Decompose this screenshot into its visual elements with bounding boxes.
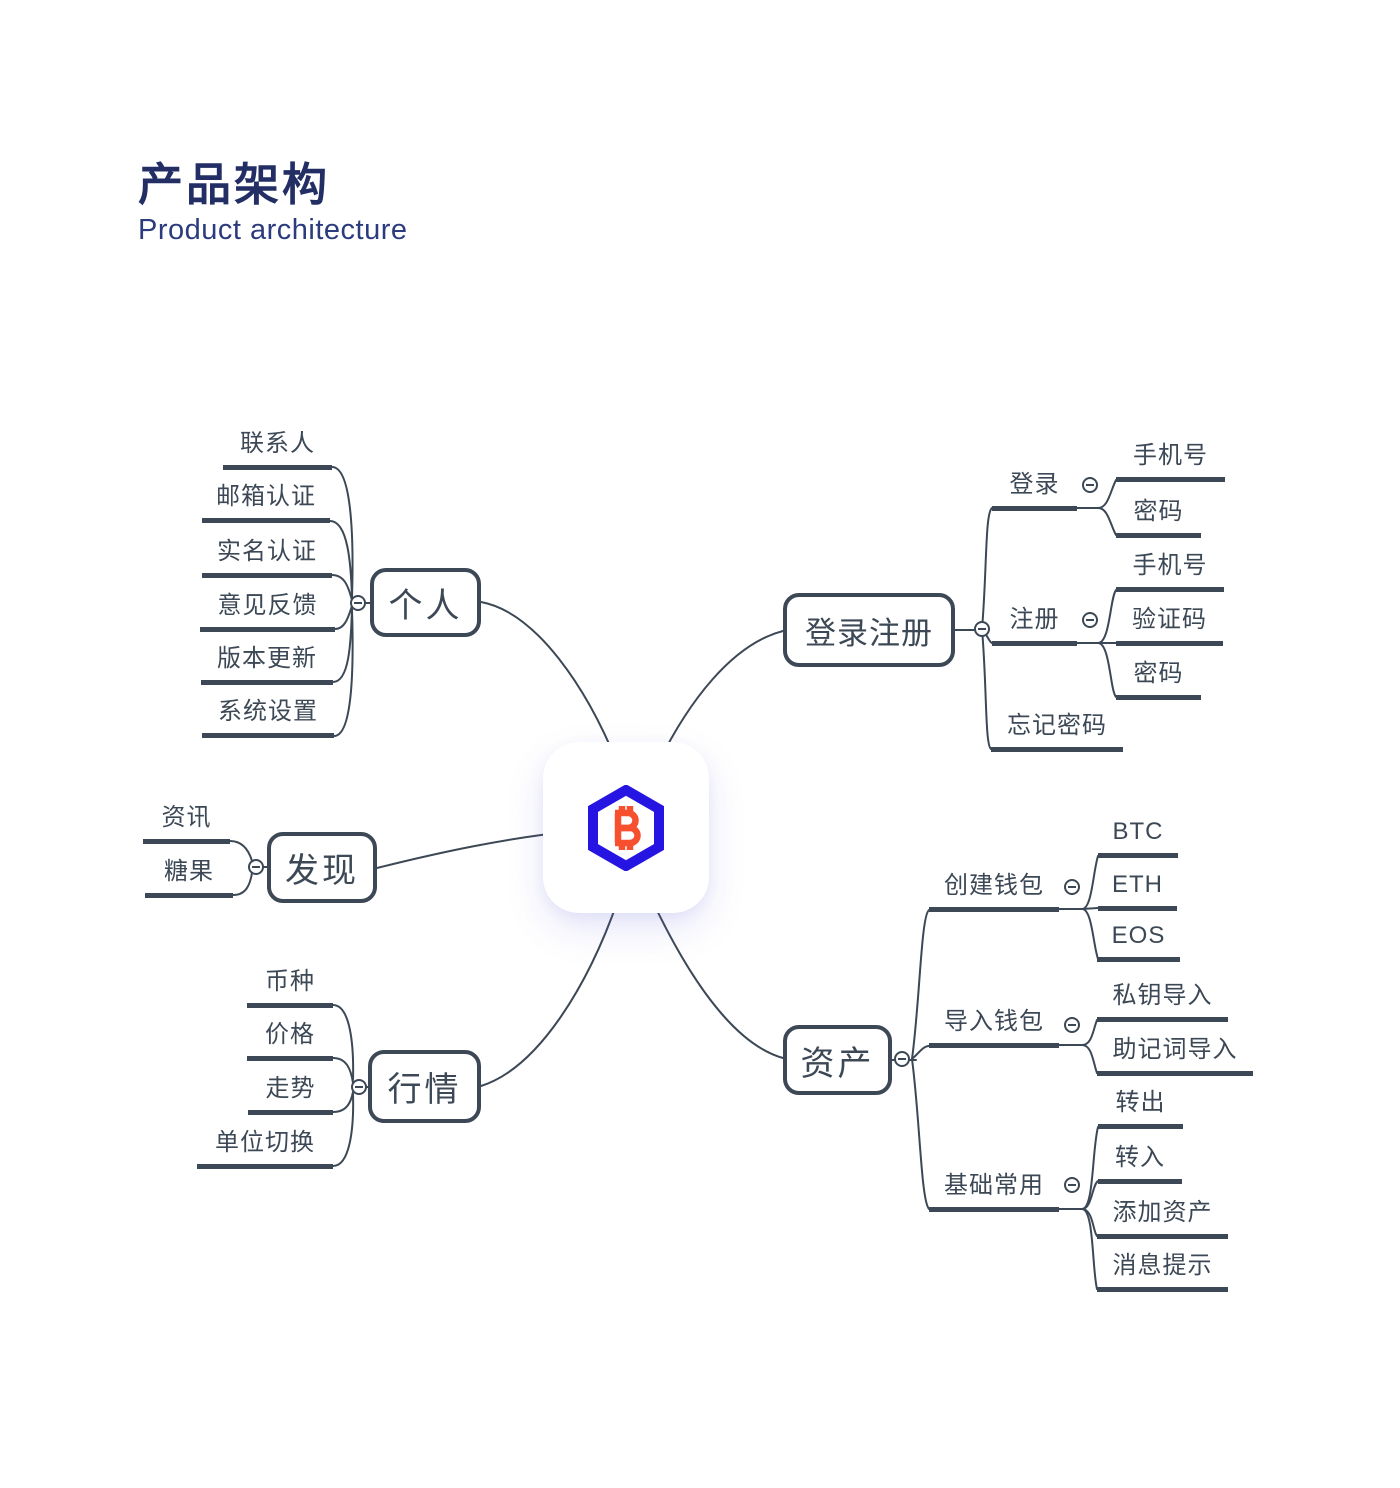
node-forgot-password[interactable]: 忘记密码 [991, 711, 1123, 752]
minus-glyph [1068, 886, 1076, 888]
node-system-settings[interactable]: 系统设置 [202, 697, 334, 738]
collapse-icon-register[interactable] [1082, 612, 1098, 628]
minus-glyph [1068, 1184, 1076, 1186]
node-price[interactable]: 价格 [247, 1020, 333, 1061]
node-version-update[interactable]: 版本更新 [201, 644, 333, 685]
node-contacts[interactable]: 联系人 [223, 429, 332, 470]
node-transfer-out[interactable]: 转出 [1098, 1088, 1183, 1129]
node-news[interactable]: 资讯 [143, 803, 230, 844]
collapse-icon-assets[interactable] [894, 1051, 910, 1067]
node-private-key-import[interactable]: 私钥导入 [1097, 981, 1228, 1022]
minus-glyph [1086, 619, 1094, 621]
collapse-icon-create-wallet[interactable] [1064, 879, 1080, 895]
minus-glyph [354, 602, 362, 604]
node-register-phone[interactable]: 手机号 [1116, 551, 1224, 592]
node-currency[interactable]: 币种 [247, 967, 333, 1008]
node-login-phone[interactable]: 手机号 [1116, 441, 1225, 482]
minus-glyph [1086, 484, 1094, 486]
node-discover[interactable]: 发现 [267, 832, 377, 903]
collapse-icon-personal[interactable] [350, 595, 366, 611]
node-candy[interactable]: 糖果 [145, 857, 233, 898]
node-feedback[interactable]: 意见反馈 [200, 591, 335, 632]
collapse-icon-market[interactable] [351, 1079, 367, 1095]
collapse-icon-login[interactable] [1082, 477, 1098, 493]
node-eos[interactable]: EOS [1097, 921, 1180, 962]
minus-glyph [355, 1086, 363, 1088]
minus-glyph [898, 1058, 906, 1060]
collapse-icon-login-register[interactable] [974, 621, 990, 637]
node-register[interactable]: 注册 [992, 605, 1077, 646]
node-verification-code[interactable]: 验证码 [1116, 605, 1223, 646]
collapse-icon-basic-common[interactable] [1064, 1177, 1080, 1193]
node-add-asset[interactable]: 添加资产 [1097, 1198, 1228, 1239]
node-assets[interactable]: 资产 [783, 1025, 892, 1095]
page-title: 产品架构 [138, 159, 331, 210]
root-node-app-icon[interactable] [543, 742, 709, 913]
page-subtitle: Product architecture [138, 214, 408, 246]
node-login-password[interactable]: 密码 [1116, 497, 1201, 538]
node-login-register[interactable]: 登录注册 [783, 593, 955, 667]
bitcoin-b-glyph [614, 805, 641, 850]
node-import-wallet[interactable]: 导入钱包 [929, 1007, 1059, 1048]
node-market[interactable]: 行情 [368, 1050, 481, 1123]
node-message-notice[interactable]: 消息提示 [1097, 1251, 1228, 1292]
node-create-wallet[interactable]: 创建钱包 [929, 871, 1059, 912]
node-personal[interactable]: 个人 [370, 568, 481, 637]
node-mnemonic-import[interactable]: 助记词导入 [1097, 1035, 1253, 1076]
node-register-password[interactable]: 密码 [1116, 659, 1201, 700]
collapse-icon-discover[interactable] [248, 859, 264, 875]
node-unit-switch[interactable]: 单位切换 [197, 1128, 333, 1169]
bitcoin-hexagon-icon [588, 784, 664, 871]
node-login[interactable]: 登录 [992, 470, 1077, 511]
node-real-name-verification[interactable]: 实名认证 [202, 537, 332, 578]
node-btc[interactable]: BTC [1098, 817, 1178, 858]
node-basic-common[interactable]: 基础常用 [929, 1171, 1059, 1212]
minus-glyph [978, 628, 986, 630]
node-email-verification[interactable]: 邮箱认证 [202, 482, 330, 523]
node-eth[interactable]: ETH [1098, 870, 1177, 911]
minus-glyph [252, 866, 260, 868]
collapse-icon-import-wallet[interactable] [1064, 1017, 1080, 1033]
minus-glyph [1068, 1024, 1076, 1026]
node-trend[interactable]: 走势 [248, 1074, 333, 1115]
node-transfer-in[interactable]: 转入 [1098, 1143, 1182, 1184]
